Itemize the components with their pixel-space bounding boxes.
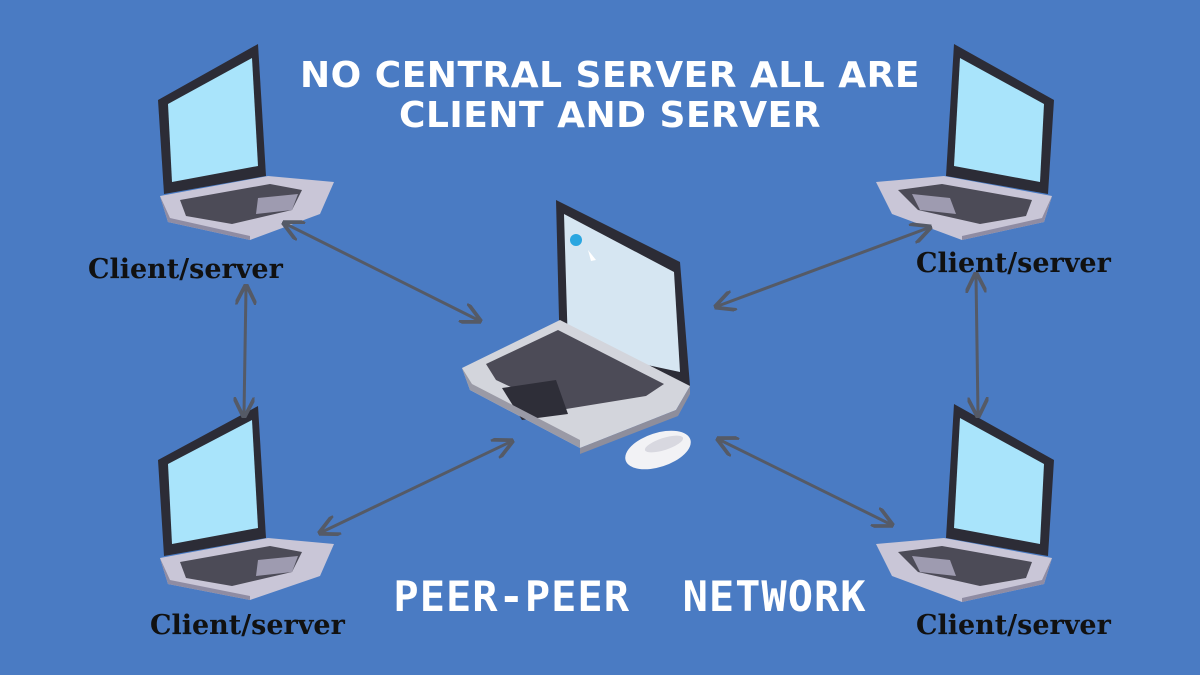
- node-label-top-right: Client/server: [916, 248, 1111, 279]
- arrow-top-left-center: [286, 224, 478, 320]
- node-label-top-left: Client/server: [88, 254, 283, 285]
- connection-arrows: [244, 224, 978, 532]
- laptop-bottom-right-icon: [876, 404, 1054, 602]
- arrow-right-vertical: [976, 276, 978, 414]
- laptop-center-icon: [462, 200, 690, 454]
- mouse-icon: [625, 430, 691, 470]
- laptop-bottom-left-icon: [158, 406, 334, 600]
- node-label-bottom-right: Client/server: [916, 610, 1111, 641]
- diagram-title: NO CENTRAL SERVER ALL ARE CLIENT AND SER…: [300, 55, 920, 136]
- arrow-top-right-center: [718, 228, 928, 306]
- arrow-bottom-left-center: [322, 442, 510, 532]
- laptop-top-right-icon: [876, 44, 1054, 240]
- arrow-left-vertical: [244, 288, 246, 414]
- diagram-subtitle: PEER-PEER NETWORK: [393, 572, 867, 621]
- arrow-bottom-right-center: [720, 440, 890, 524]
- node-label-bottom-left: Client/server: [150, 610, 345, 641]
